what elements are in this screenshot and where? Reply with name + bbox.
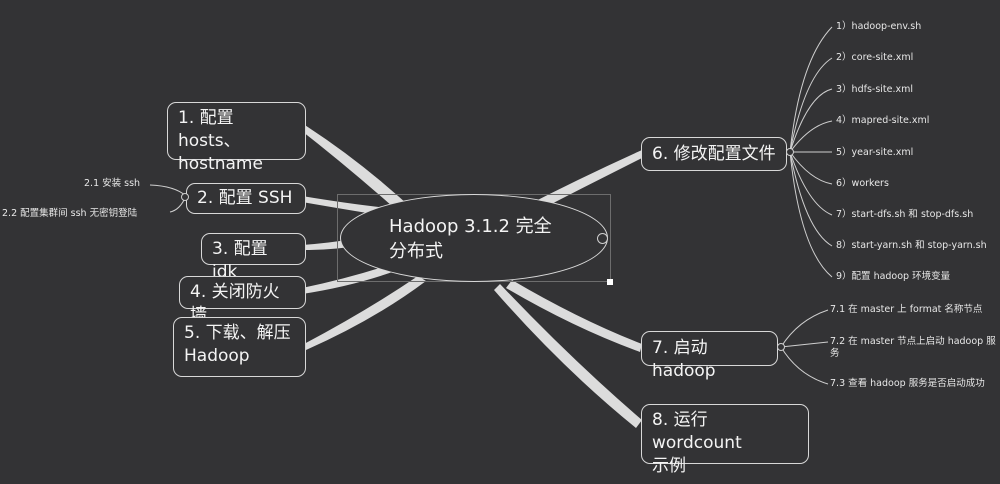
topic-jdk[interactable]: 3. 配置 jdk bbox=[201, 233, 306, 282]
central-topic-text: Hadoop 3.1.2 完全 分布式 bbox=[389, 214, 569, 264]
topic-start[interactable]: 7. 启动 hadoop bbox=[641, 331, 778, 381]
topic-ssh-label: 2. 配置 SSH bbox=[197, 188, 293, 208]
topic-firewall[interactable]: 4. 关闭防火墙 bbox=[179, 276, 306, 325]
start-item-services[interactable]: 7.2 在 master 节点上启动 hadoop 服 务 bbox=[830, 336, 996, 360]
central-topic-line2: 分布式 bbox=[389, 241, 443, 262]
topic-download-line1: 5. 下载、解压 bbox=[184, 323, 291, 343]
topic-download[interactable]: 5. 下载、解压 Hadoop bbox=[173, 317, 306, 377]
config-item-dfs-scripts[interactable]: 7）start-dfs.sh 和 stop-dfs.sh bbox=[836, 209, 974, 220]
topic-config[interactable]: 6. 修改配置文件 bbox=[641, 137, 787, 171]
config-item-year-site[interactable]: 5）year-site.xml bbox=[836, 147, 914, 158]
ssh-child-keyless[interactable]: 2.2 配置集群间 ssh 无密钥登陆 bbox=[2, 208, 138, 219]
collapse-toggle-icon[interactable] bbox=[597, 233, 608, 244]
ssh-child-install[interactable]: 2.1 安装 ssh bbox=[84, 178, 141, 189]
branch-to-download bbox=[304, 276, 426, 350]
start-item-services-line1: 7.2 在 master 节点上启动 hadoop 服 bbox=[830, 336, 996, 347]
config-item-yarn-scripts[interactable]: 8）start-yarn.sh 和 stop-yarn.sh bbox=[836, 240, 987, 251]
topic-wordcount-line2: 示例 bbox=[652, 456, 686, 476]
config-item-hdfs-site[interactable]: 3）hdfs-site.xml bbox=[836, 84, 914, 95]
branch-to-wordcount bbox=[494, 284, 642, 428]
start-item-check[interactable]: 7.3 查看 hadoop 服务是否启动成功 bbox=[830, 378, 985, 389]
config-item-mapred-site[interactable]: 4）mapred-site.xml bbox=[836, 115, 930, 126]
topic-download-line2: Hadoop bbox=[184, 346, 250, 366]
resize-handle[interactable] bbox=[607, 279, 613, 285]
central-topic[interactable] bbox=[340, 194, 608, 282]
topic-wordcount[interactable]: 8. 运行 wordcount 示例 bbox=[641, 404, 809, 476]
start-collapse-icon[interactable] bbox=[777, 343, 785, 351]
topic-hosts-line2: hostname bbox=[178, 154, 263, 174]
start-item-format[interactable]: 7.1 在 master 上 format 名称节点 bbox=[830, 304, 983, 315]
central-topic-line1: Hadoop 3.1.2 完全 bbox=[389, 216, 552, 237]
topic-hosts[interactable]: 1. 配置 hosts、 hostname bbox=[167, 102, 306, 174]
topic-wordcount-line1: 8. 运行 wordcount bbox=[652, 410, 742, 453]
topic-start-label: 7. 启动 hadoop bbox=[652, 338, 716, 381]
branch-to-config bbox=[522, 150, 646, 216]
config-collapse-icon[interactable] bbox=[786, 148, 794, 156]
topic-hosts-line1: 1. 配置 hosts、 bbox=[178, 108, 241, 151]
start-item-services-line2: 务 bbox=[830, 348, 840, 359]
topic-config-label: 6. 修改配置文件 bbox=[652, 144, 776, 164]
topic-ssh[interactable]: 2. 配置 SSH bbox=[186, 183, 306, 214]
config-item-hadoop-env[interactable]: 1）hadoop-env.sh bbox=[836, 21, 922, 32]
config-item-core-site[interactable]: 2）core-site.xml bbox=[836, 52, 914, 63]
config-item-workers[interactable]: 6）workers bbox=[836, 178, 889, 189]
config-item-env-vars[interactable]: 9）配置 hadoop 环境变量 bbox=[836, 271, 951, 282]
ssh-collapse-icon[interactable] bbox=[181, 193, 189, 201]
branch-to-firewall bbox=[302, 264, 398, 294]
branch-to-hosts bbox=[298, 122, 418, 222]
branch-to-start bbox=[506, 280, 642, 352]
